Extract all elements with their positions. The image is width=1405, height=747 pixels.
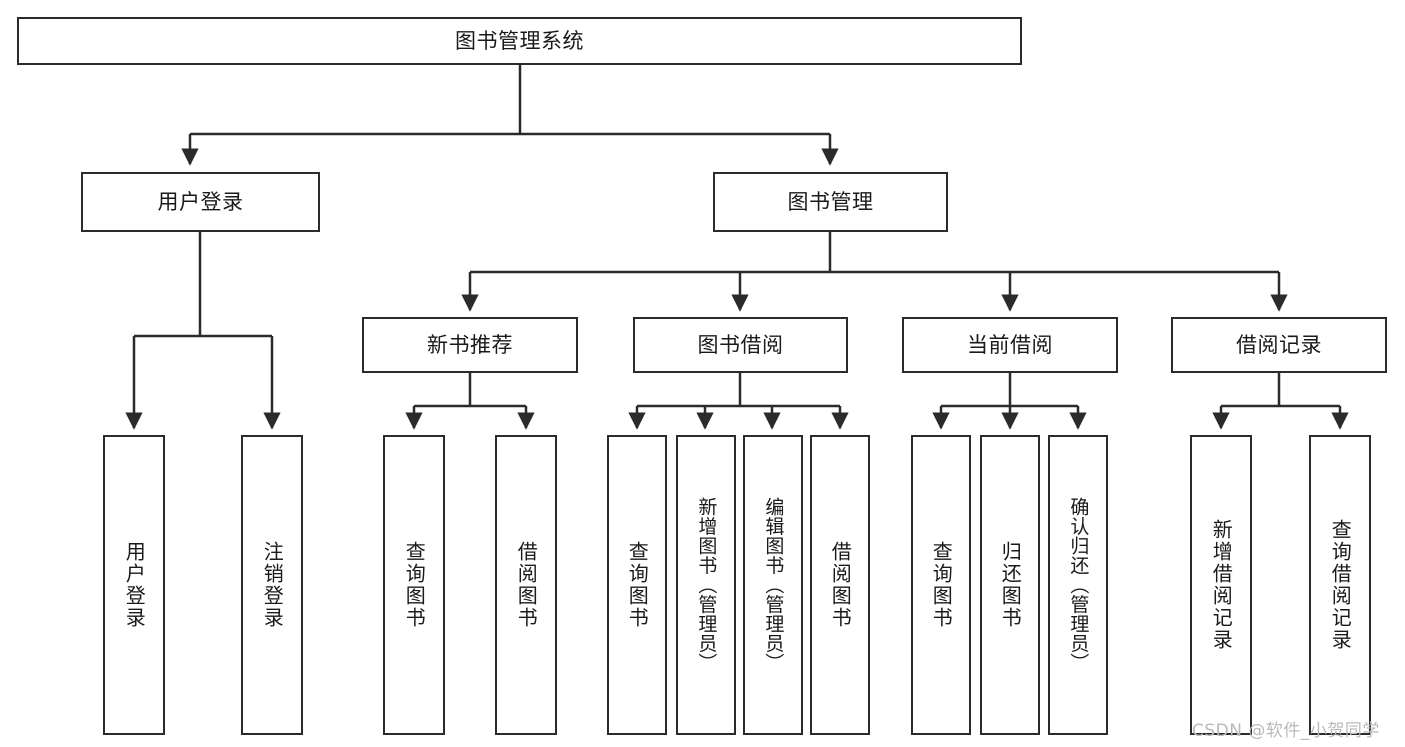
leaf-records-add-record-label: 新增借阅记录 bbox=[1209, 519, 1234, 651]
node-book-management[interactable]: 图书管理 bbox=[713, 172, 948, 232]
leaf-borrow-query-book[interactable]: 查询图书 bbox=[607, 435, 667, 735]
node-user-login[interactable]: 用户登录 bbox=[81, 172, 320, 232]
leaf-user-login[interactable]: 用户登录 bbox=[103, 435, 165, 735]
leaf-current-confirm-return[interactable]: 确认归还（管理员） bbox=[1048, 435, 1108, 735]
watermark: CSDN @软件_小贺同学 bbox=[1192, 721, 1380, 741]
node-current-borrow-label: 当前借阅 bbox=[967, 332, 1053, 357]
node-book-borrow[interactable]: 图书借阅 bbox=[633, 317, 848, 373]
node-new-book-recommend-label: 新书推荐 bbox=[427, 332, 513, 357]
node-book-management-label: 图书管理 bbox=[787, 189, 874, 214]
leaf-current-query-book[interactable]: 查询图书 bbox=[911, 435, 971, 735]
node-current-borrow[interactable]: 当前借阅 bbox=[902, 317, 1118, 373]
leaf-current-return-book-label: 归还图书 bbox=[998, 541, 1023, 629]
leaf-current-query-book-label: 查询图书 bbox=[929, 541, 954, 629]
leaf-borrow-add-book[interactable]: 新增图书（管理员） bbox=[676, 435, 736, 735]
leaf-borrow-borrow-book-label: 借阅图书 bbox=[828, 541, 853, 629]
node-new-book-recommend[interactable]: 新书推荐 bbox=[362, 317, 578, 373]
node-root[interactable]: 图书管理系统 bbox=[17, 17, 1022, 65]
leaf-user-logout-label: 注销登录 bbox=[260, 541, 285, 629]
leaf-recommend-borrow-book[interactable]: 借阅图书 bbox=[495, 435, 557, 735]
leaf-recommend-query-book[interactable]: 查询图书 bbox=[383, 435, 445, 735]
leaf-borrow-edit-book-label: 编辑图书（管理员） bbox=[762, 497, 785, 673]
leaf-borrow-add-book-label: 新增图书（管理员） bbox=[695, 497, 718, 673]
leaf-current-confirm-return-label: 确认归还（管理员） bbox=[1067, 497, 1090, 673]
node-book-borrow-label: 图书借阅 bbox=[697, 332, 784, 357]
node-user-login-label: 用户登录 bbox=[157, 189, 244, 214]
leaf-recommend-query-book-label: 查询图书 bbox=[402, 541, 427, 629]
leaf-records-query-record[interactable]: 查询借阅记录 bbox=[1309, 435, 1371, 735]
node-borrow-records[interactable]: 借阅记录 bbox=[1171, 317, 1387, 373]
node-borrow-records-label: 借阅记录 bbox=[1236, 332, 1322, 357]
leaf-user-login-label: 用户登录 bbox=[122, 541, 147, 629]
leaf-borrow-query-book-label: 查询图书 bbox=[625, 541, 650, 629]
node-root-label: 图书管理系统 bbox=[455, 28, 584, 53]
leaf-borrow-edit-book[interactable]: 编辑图书（管理员） bbox=[743, 435, 803, 735]
leaf-current-return-book[interactable]: 归还图书 bbox=[980, 435, 1040, 735]
leaf-records-add-record[interactable]: 新增借阅记录 bbox=[1190, 435, 1252, 735]
leaf-records-query-record-label: 查询借阅记录 bbox=[1328, 519, 1353, 651]
leaf-borrow-borrow-book[interactable]: 借阅图书 bbox=[810, 435, 870, 735]
leaf-user-logout[interactable]: 注销登录 bbox=[241, 435, 303, 735]
leaf-recommend-borrow-book-label: 借阅图书 bbox=[514, 541, 539, 629]
